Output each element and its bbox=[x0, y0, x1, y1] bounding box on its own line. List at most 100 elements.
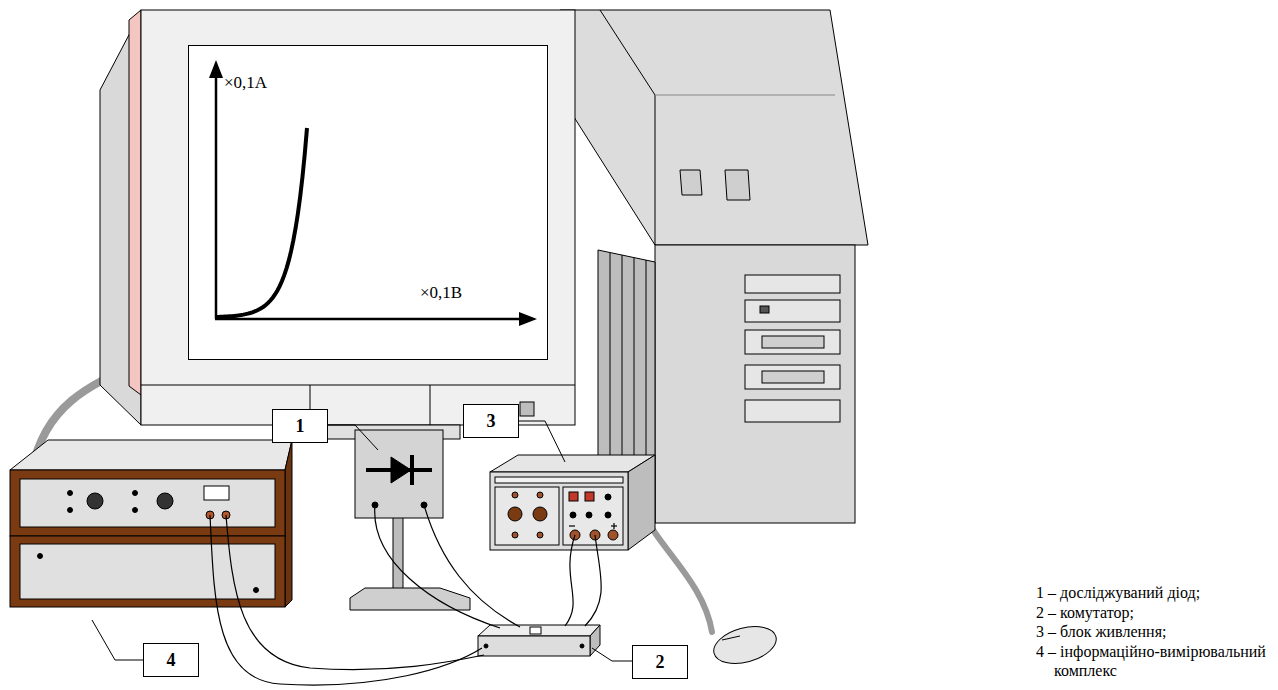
callout-box: 3 bbox=[463, 404, 519, 438]
monitor-part bbox=[141, 10, 575, 425]
power-supply-part bbox=[586, 512, 592, 518]
callout-box: 4 bbox=[143, 643, 199, 677]
leader-lines-part bbox=[519, 421, 565, 462]
measuring-complex-part bbox=[10, 536, 285, 607]
switch-box bbox=[478, 625, 600, 656]
monitor-stand-part bbox=[393, 515, 403, 591]
power-supply-part bbox=[613, 523, 614, 529]
power-supply-part bbox=[605, 494, 611, 500]
legend-list: 1 – досліджуваний діод;2 – комутатор;3 –… bbox=[1036, 583, 1272, 681]
monitor-part bbox=[129, 10, 141, 395]
diode-box bbox=[355, 430, 443, 518]
computer-tower-part bbox=[655, 245, 855, 523]
y-axis-arrow bbox=[209, 60, 223, 78]
measuring-complex-part bbox=[68, 508, 73, 513]
power-supply-part bbox=[512, 492, 518, 498]
callout-box: 2 bbox=[632, 645, 688, 679]
leader-lines-part bbox=[592, 648, 632, 661]
computer-tower-part bbox=[762, 371, 824, 383]
power-supply-part bbox=[570, 512, 576, 518]
measuring-complex-part bbox=[157, 493, 173, 509]
computer-tower-part bbox=[745, 365, 840, 389]
power-supply bbox=[490, 455, 655, 550]
power-supply-part bbox=[533, 507, 547, 521]
measuring-complex-part bbox=[133, 508, 138, 513]
connecting-wires-part bbox=[585, 535, 601, 626]
legend-line: 1 – досліджуваний діод; bbox=[1036, 583, 1272, 603]
computer-tower-part bbox=[680, 170, 702, 195]
leader-lines-part bbox=[92, 620, 143, 660]
x-axis bbox=[215, 318, 519, 321]
leader-lines-part bbox=[328, 425, 378, 450]
callout-number: 1 bbox=[296, 417, 305, 435]
callout-box: 1 bbox=[272, 409, 328, 443]
connecting-wires bbox=[210, 505, 601, 685]
monitor-part bbox=[141, 385, 575, 386]
connecting-wires-part bbox=[375, 505, 500, 628]
measuring-complex bbox=[10, 440, 292, 607]
power-supply-part bbox=[537, 532, 543, 538]
measuring-complex-part bbox=[20, 544, 275, 599]
switch-box-part bbox=[530, 627, 541, 634]
switch-box-part bbox=[484, 644, 488, 648]
power-supply-part bbox=[608, 530, 618, 540]
computer-tower-part bbox=[560, 10, 868, 245]
computer-tower-part bbox=[762, 336, 824, 348]
connecting-wires-part bbox=[424, 505, 520, 627]
measuring-complex-part bbox=[87, 493, 103, 509]
iv-graph bbox=[189, 46, 547, 359]
measuring-complex-part bbox=[38, 554, 43, 559]
measuring-complex-part bbox=[204, 486, 229, 500]
power-supply-part bbox=[490, 472, 628, 550]
monitor bbox=[100, 10, 575, 425]
computer-tower-part bbox=[745, 330, 840, 354]
power-supply-part bbox=[628, 455, 655, 550]
power-supply-part bbox=[508, 507, 522, 521]
connecting-wires-part bbox=[226, 515, 484, 670]
power-supply-part bbox=[585, 492, 594, 501]
measuring-complex-part bbox=[68, 491, 73, 496]
computer-tower bbox=[560, 10, 868, 523]
connecting-wires-part bbox=[565, 535, 575, 626]
monitor-stand-part bbox=[350, 588, 470, 610]
callout-number: 3 bbox=[487, 412, 496, 430]
axis-label: ×0,1А bbox=[224, 73, 267, 93]
callout-number: 4 bbox=[167, 651, 176, 669]
computer-tower-part bbox=[745, 300, 840, 322]
power-supply-part bbox=[563, 487, 623, 545]
connecting-wires-part bbox=[210, 515, 482, 685]
computer-tower-part bbox=[745, 400, 840, 422]
diode-box-part bbox=[410, 455, 414, 485]
power-supply-part bbox=[495, 477, 623, 483]
power-supply-part bbox=[495, 487, 559, 545]
measuring-complex-part bbox=[133, 491, 138, 496]
measuring-complex-part bbox=[10, 470, 285, 536]
computer-tower-part bbox=[655, 95, 835, 96]
computer-tower-part bbox=[600, 10, 655, 245]
x-axis-arrow bbox=[519, 312, 537, 326]
measuring-complex-part bbox=[20, 479, 275, 527]
iv-curve bbox=[216, 128, 307, 317]
computer-mouse-part bbox=[722, 636, 740, 640]
measuring-complex-part bbox=[254, 588, 259, 593]
power-supply-part bbox=[569, 525, 575, 526]
switch-box-part bbox=[590, 625, 600, 656]
power-supply-part bbox=[569, 492, 578, 501]
monitor-stand bbox=[300, 425, 470, 610]
legend-line: 3 – блок живлення; bbox=[1036, 622, 1272, 642]
callout-number: 2 bbox=[656, 653, 665, 671]
leader-lines bbox=[92, 421, 632, 661]
computer-tower-part bbox=[745, 275, 840, 293]
y-axis bbox=[215, 76, 218, 319]
computer-tower-part bbox=[725, 170, 750, 200]
monitor-part bbox=[430, 385, 431, 425]
measuring-complex-part bbox=[285, 440, 292, 607]
measuring-complex-part bbox=[10, 440, 292, 470]
computer-mouse bbox=[710, 620, 781, 669]
monitor-screen: ×0,1А×0,1В bbox=[188, 45, 548, 360]
computer-mouse-part bbox=[710, 620, 781, 669]
computer-tower-part bbox=[760, 306, 769, 313]
power-supply-part bbox=[512, 532, 518, 538]
diode-box-part bbox=[355, 430, 443, 518]
power-supply-part bbox=[605, 512, 611, 518]
